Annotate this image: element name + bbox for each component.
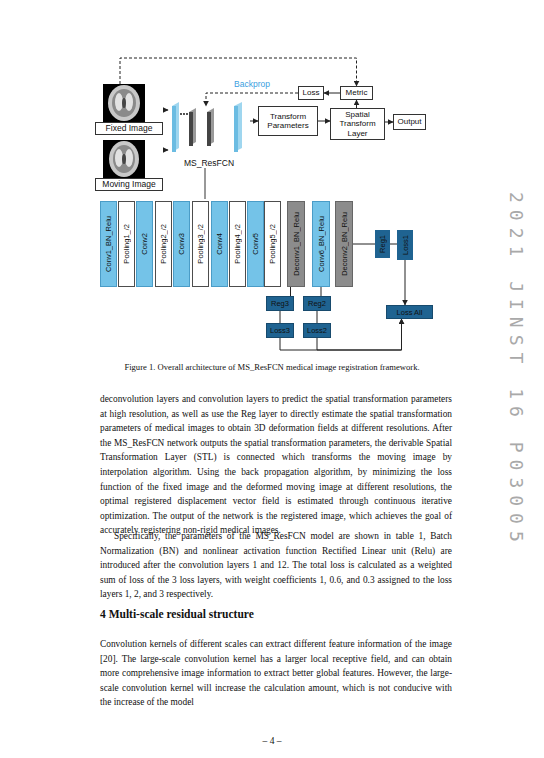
- connector: [318, 121, 330, 122]
- figure-caption: Figure 1. Overall architecture of MS_Res…: [0, 362, 544, 372]
- pooling-layer: Pooling2_/2: [155, 201, 172, 287]
- node-label: Loss All: [397, 308, 423, 317]
- connector: [280, 311, 281, 323]
- conv-layer: Conv1_BN_Relu: [100, 201, 117, 287]
- section-heading: 4 Multi-scale residual structure: [100, 608, 452, 620]
- detail-leader-line: [205, 168, 206, 199]
- node-label: Loss: [303, 88, 320, 97]
- node-label: Spatial Transform Layer: [332, 110, 383, 138]
- conv-layer: Conv2: [136, 201, 153, 287]
- journal-watermark: 2021 JINST 16 P03005: [506, 192, 527, 549]
- node-label: Reg3: [271, 299, 289, 308]
- connector: [385, 122, 393, 123]
- body-paragraph: Specifically, the parameters of the MS_R…: [100, 529, 452, 602]
- process-box: Spatial Transform Layer: [330, 108, 385, 140]
- process-box: Loss: [298, 86, 324, 100]
- image-input: Moving Image: [95, 140, 163, 191]
- connector: [321, 287, 322, 296]
- conv-layer: Conv4: [211, 201, 228, 287]
- conv-layer: Conv6_BN_Relu: [312, 201, 330, 287]
- network-layer-slabs: [172, 102, 242, 152]
- body-paragraph: Convolution kernels of different scales …: [100, 637, 452, 710]
- edge-label: Backprop: [234, 79, 270, 89]
- connector: [206, 93, 298, 106]
- loss-layer: Loss2: [303, 323, 331, 338]
- connector: [280, 319, 402, 350]
- deconv-layer: Deconv1_BN_Relu: [287, 201, 305, 287]
- connector: [163, 150, 168, 151]
- node-label: Pooling3_/2: [196, 224, 205, 264]
- conv-layer: Conv3: [173, 201, 190, 287]
- connector: [250, 121, 258, 122]
- node-label: Loss3: [270, 326, 290, 335]
- node-label: Loss2: [307, 326, 327, 335]
- pooling-layer: Pooling3_/2: [192, 201, 209, 287]
- deconv-layer: Deconv2_BN_Relu: [335, 201, 353, 287]
- node-label: Pooling5_/2: [268, 224, 277, 264]
- connector: [317, 311, 318, 323]
- node-label: Transform Parameters: [260, 112, 316, 130]
- connector: [290, 287, 291, 296]
- node-label: Output: [397, 117, 421, 126]
- node-label: MS_ResFCN: [168, 158, 250, 168]
- node-label: Deconv2_BN_Relu: [340, 212, 349, 276]
- node-label: Reg2: [308, 299, 326, 308]
- reg-layer: Reg1: [375, 230, 390, 258]
- page-number: – 4 –: [0, 736, 544, 746]
- process-box: Output: [393, 114, 426, 130]
- node-label: Deconv1_BN_Relu: [292, 212, 301, 276]
- loss-layer: Loss All: [386, 305, 433, 319]
- node-label: Pooling2_/2: [159, 224, 168, 264]
- node-label: Conv6_BN_Relu: [317, 216, 326, 272]
- body-paragraph: deconvolution layers and convolution lay…: [100, 392, 452, 538]
- connector: [356, 100, 357, 108]
- image-input: Fixed Image: [95, 84, 163, 135]
- connector: [353, 244, 375, 245]
- loss-layer: Loss3: [266, 323, 294, 338]
- process-box: Metric: [340, 86, 373, 100]
- node-label: Pooling1_/2: [122, 224, 131, 264]
- network-block: MS_ResFCN: [168, 106, 250, 168]
- process-box: Transform Parameters: [258, 106, 318, 136]
- node-label: Conv5: [251, 233, 260, 255]
- node-label: Moving Image: [95, 178, 163, 191]
- pooling-layer: Pooling1_/2: [118, 201, 135, 287]
- node-label: Metric: [346, 88, 368, 97]
- node-label: Reg1: [378, 235, 387, 253]
- loss-layer: Loss1: [397, 230, 413, 260]
- node-label: Pooling4_/2: [233, 224, 242, 264]
- pooling-layer: Pooling5_/2: [264, 201, 281, 287]
- node-label: Conv4: [215, 233, 224, 255]
- node-label: Fixed Image: [95, 122, 163, 135]
- connector: [405, 260, 406, 305]
- conv-layer: Conv5: [247, 201, 264, 287]
- reg-layer: Reg3: [266, 296, 294, 311]
- reg-layer: Reg2: [303, 296, 331, 311]
- connector: [163, 110, 168, 111]
- connector: [324, 93, 340, 94]
- node-label: Conv2: [140, 233, 149, 255]
- node-label: Conv3: [177, 233, 186, 255]
- pooling-layer: Pooling4_/2: [229, 201, 246, 287]
- node-label: Conv1_BN_Relu: [104, 216, 113, 272]
- moving-brain-image: [103, 140, 145, 178]
- fixed-brain-image: [103, 84, 145, 122]
- node-label: Loss1: [401, 235, 410, 255]
- connector: [390, 244, 397, 245]
